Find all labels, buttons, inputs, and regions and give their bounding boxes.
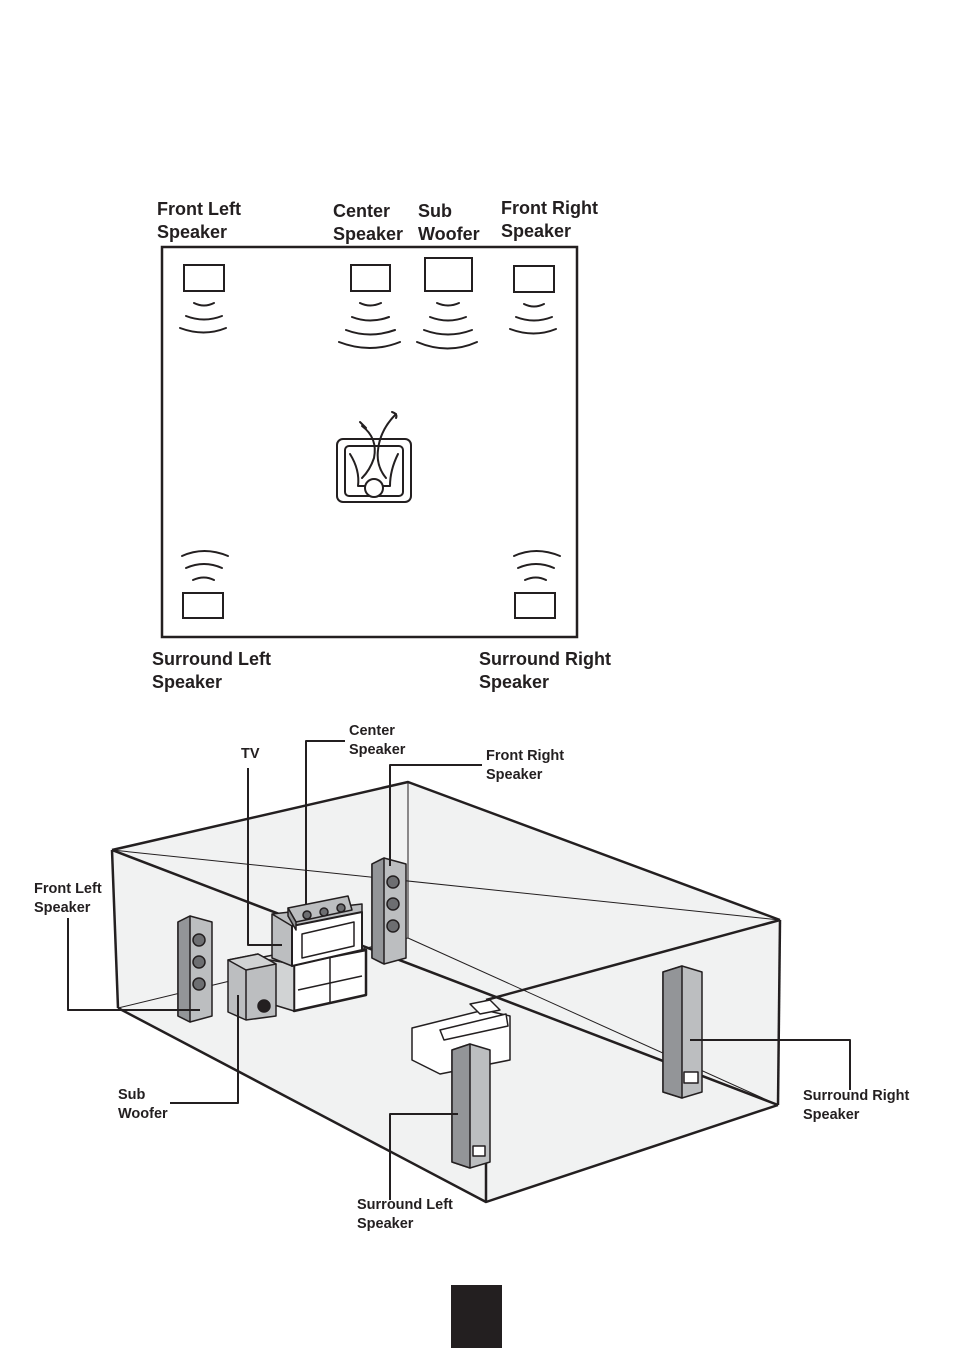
page-number-block — [451, 1285, 502, 1348]
room-center-label: Center Speaker — [349, 722, 405, 759]
room-front-right-label: Front Right Speaker — [486, 747, 564, 784]
room-sub-woofer-label: Sub Woofer — [118, 1086, 168, 1123]
surround-right-tower-speaker — [663, 966, 702, 1098]
room-surround-right-label: Surround Right Speaker — [803, 1087, 909, 1124]
front-right-tower-speaker — [372, 858, 406, 964]
front-left-tower-speaker — [178, 916, 212, 1022]
sub-woofer-3d — [228, 954, 276, 1020]
room-surround-left-label: Surround Left Speaker — [357, 1196, 453, 1233]
room-front-left-label: Front Left Speaker — [34, 880, 102, 917]
surround-left-tower-speaker — [452, 1044, 490, 1168]
room-tv-label: TV — [241, 745, 260, 764]
